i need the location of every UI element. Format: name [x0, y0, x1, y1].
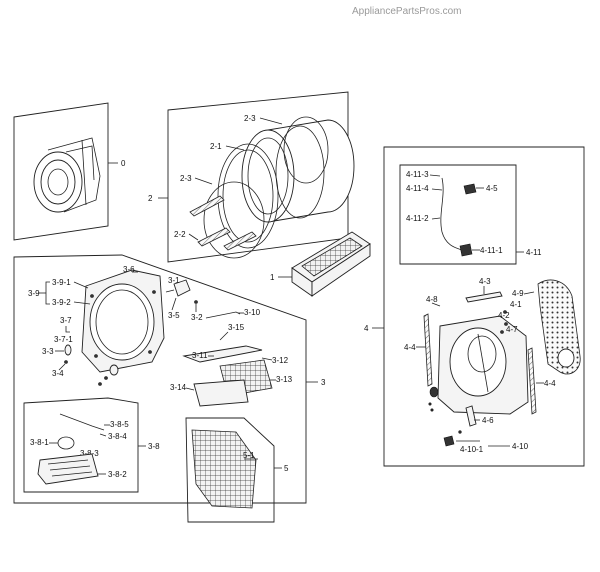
- nozzle-3-8-2: [37, 453, 99, 485]
- label-2: 2: [148, 194, 153, 203]
- drum-cylinder: [241, 119, 355, 223]
- connector-4-11-1: [459, 243, 473, 257]
- group-3-front-frame: 3 3-6 3-9 3-9-1 3-9-2 3-7 3-7-1 3-3 3-4: [13, 254, 326, 504]
- label-3-6: 3-6: [123, 265, 135, 274]
- label-4: 4: [364, 324, 369, 333]
- thermistor-4-5: [463, 183, 477, 195]
- label-3-7: 3-7: [60, 316, 72, 325]
- bearing-rear: [429, 386, 439, 398]
- label-4-1: 4-1: [510, 300, 522, 309]
- label-4-10-1: 4-10-1: [460, 445, 484, 454]
- label-4-3: 4-3: [479, 277, 491, 286]
- label-3-2: 3-2: [191, 313, 203, 322]
- group-5-filter: 5-1 5: [185, 417, 289, 523]
- label-3-8: 3-8: [148, 442, 160, 451]
- label-3-9-1: 3-9-1: [52, 278, 71, 287]
- label-3-15: 3-15: [228, 323, 245, 332]
- label-3-3: 3-3: [42, 347, 54, 356]
- rod-3-10: [205, 311, 241, 319]
- subgroup-4-11-box: [399, 164, 517, 265]
- bar-3-11: [182, 345, 263, 363]
- hose-3-8-5: [59, 413, 105, 431]
- label-3-5: 3-5: [168, 311, 180, 320]
- label-2-3-left: 2-3: [180, 174, 192, 183]
- label-3-9-2: 3-9-2: [52, 298, 71, 307]
- rear-frame-panel: [437, 315, 529, 415]
- door-switch: [173, 279, 191, 297]
- bracket-4-3: [465, 291, 503, 303]
- drum-front-ring: [217, 143, 279, 249]
- label-4-4-right: 4-4: [544, 379, 556, 388]
- sensor-4-10: [443, 435, 455, 447]
- label-3-8-2: 3-8-2: [108, 470, 127, 479]
- label-4-9: 4-9: [512, 289, 524, 298]
- front-frame-panel: [81, 269, 165, 373]
- label-3-10: 3-10: [244, 308, 261, 317]
- label-3-7-1: 3-7-1: [54, 335, 73, 344]
- drum-assembly-illustration: [33, 137, 101, 213]
- label-4-11-2: 4-11-2: [406, 214, 429, 223]
- part-1-lint-filter: 1: [270, 231, 371, 297]
- label-3-8-5: 3-8-5: [110, 420, 129, 429]
- label-4-8: 4-8: [426, 295, 438, 304]
- label-4-11-3: 4-11-3: [406, 170, 429, 179]
- label-3-8-3: 3-8-3: [80, 449, 99, 458]
- gasket-small: [109, 364, 119, 376]
- label-3-8-4: 3-8-4: [108, 432, 127, 441]
- label-4-11: 4-11: [526, 248, 542, 257]
- label-4-5: 4-5: [486, 184, 498, 193]
- drum-felt-ring: [203, 181, 265, 259]
- group-0-drum-assembly: 0: [13, 102, 126, 241]
- label-3-1: 3-1: [168, 276, 180, 285]
- label-2-2: 2-2: [174, 230, 186, 239]
- label-3-11: 3-11: [192, 351, 208, 360]
- label-3-4: 3-4: [52, 369, 64, 378]
- watermark: AppliancePartsPros.com: [352, 6, 462, 17]
- label-3-9: 3-9: [28, 289, 40, 298]
- label-0: 0: [121, 159, 126, 168]
- drum-rear-ring: [283, 116, 329, 184]
- label-1: 1: [270, 273, 275, 282]
- drum-lifter-a: [189, 195, 225, 217]
- group-4-rear-frame: 4 4-11 4-11-3 4-11-4 4-11-2 4-5 4-11-1 4…: [364, 146, 585, 467]
- label-3-13: 3-13: [276, 375, 293, 384]
- group-2-drum-parts: 2 2-3 2-1 2-3 2-2: [148, 91, 355, 263]
- label-4-10: 4-10: [512, 442, 529, 451]
- strip-4-4-left: [423, 313, 433, 387]
- label-4-4-left: 4-4: [404, 343, 416, 352]
- roller-4-6: [465, 405, 477, 427]
- duct-3-14: [193, 379, 249, 407]
- seal-ring-3-8-1: [57, 436, 75, 450]
- label-2-3-top: 2-3: [244, 114, 256, 123]
- label-4-7: 4-7: [506, 325, 518, 334]
- label-4-11-4: 4-11-4: [406, 184, 429, 193]
- label-4-2: 4-2: [498, 311, 510, 320]
- strip-4-4-right: [527, 347, 537, 415]
- filter-screen-5-1: [191, 429, 257, 509]
- subgroup-3-8-box: [23, 397, 139, 493]
- wire-harness: [440, 177, 463, 251]
- label-2-1: 2-1: [210, 142, 222, 151]
- label-3-12: 3-12: [272, 356, 289, 365]
- label-3: 3: [321, 378, 326, 387]
- label-3-14: 3-14: [170, 383, 187, 392]
- label-4-11-1: 4-11-1: [480, 246, 503, 255]
- door-latch-part: [64, 344, 72, 356]
- label-5-1: 5-1: [243, 451, 255, 460]
- drum-lifter-b: [197, 227, 231, 247]
- label-4-6: 4-6: [482, 416, 494, 425]
- label-3-8-1: 3-8-1: [30, 438, 49, 447]
- drum-lifter-c: [223, 231, 257, 251]
- screw-3-4: [64, 360, 68, 364]
- label-5: 5: [284, 464, 289, 473]
